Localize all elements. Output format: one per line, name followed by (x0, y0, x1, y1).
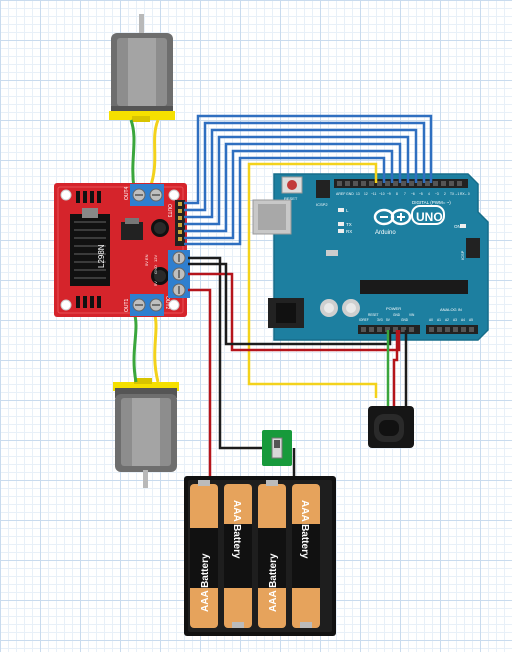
arduino-analog-label: ANALOG IN (440, 307, 462, 312)
arduino-power-pin-ioref: IOREF (359, 318, 369, 322)
battery-cell-1-label: AAA Battery (200, 553, 211, 612)
power-wires (188, 256, 408, 478)
arduino-digital-pin-7: 7 (404, 192, 406, 196)
arduino-power-pin-gnd1: GND (393, 313, 401, 317)
battery-cell-2-label: AAA Battery (231, 500, 242, 559)
ir-receiver-sensor (368, 406, 414, 448)
arduino-digital-pin-4: 4 (428, 192, 430, 196)
arduino-power-pin-5v: 5V (386, 318, 391, 322)
arduino-digital-pin-9: ~9 (387, 192, 391, 196)
arduino-digital-pin-3: ~3 (435, 192, 439, 196)
driver-power-label-gnd: GND (153, 265, 158, 274)
arduino-on-label: ON (454, 224, 461, 229)
arduino-analog-header (426, 325, 478, 334)
driver-power-label-12v: 12V (153, 255, 158, 262)
arduino-tx-label: TX (346, 222, 352, 227)
battery-cell-3 (258, 480, 286, 628)
driver-out3-label: OUT3 (166, 204, 172, 218)
arduino-digital-pin-2: 2 (444, 192, 446, 196)
arduino-digital-pin-8: 8 (396, 192, 398, 196)
arduino-power-pin-gnd2: GND (401, 318, 409, 322)
battery-cell-1 (190, 480, 218, 628)
arduino-digital-label: DIGITAL (PWM= ~) (412, 200, 451, 205)
arduino-digital-pin-5: ~5 (419, 192, 423, 196)
arduino-digital-pin-12: 12 (364, 192, 368, 196)
dc-motor-bottom (113, 378, 179, 488)
arduino-icsp-label: ICSP (460, 250, 465, 260)
driver-power-label-5v: 5V (153, 281, 158, 286)
arduino-power-label: POWER (386, 306, 401, 311)
arduino-analog-pin-a3: A3 (453, 318, 457, 322)
arduino-analog-pin-a5: A5 (469, 318, 473, 322)
arduino-model-label: UNO (416, 210, 443, 224)
arduino-power-pin-vin: VIN (409, 313, 415, 317)
driver-terminal-out34 (130, 184, 164, 206)
arduino-digital-pin-13: 13 (356, 192, 360, 196)
arduino-rx-label: RX (346, 229, 352, 234)
arduino-analog-pin-a0: A0 (429, 318, 433, 322)
arduino-gnd-label: GND (346, 192, 354, 196)
battery-cell-4 (292, 484, 320, 628)
battery-cell-3-label: AAA Battery (268, 553, 279, 612)
arduino-analog-pin-a2: A2 (445, 318, 449, 322)
arduino-logo: Arduino UNO (373, 205, 445, 236)
sensor-signal-wire (247, 162, 378, 398)
driver-out4-label: OUT4 (124, 186, 130, 200)
arduino-aref-label: AREF (336, 192, 345, 196)
arduino-digital-pin-1: TX→1 (450, 192, 460, 196)
dc-motor-top (109, 14, 175, 122)
arduino-icsp2-label: ICSP2 (316, 202, 328, 207)
driver-module-label: L298N (97, 244, 106, 268)
arduino-digital-pin-6: ~6 (411, 192, 415, 196)
battery-cell-2 (224, 484, 252, 628)
driver-out1-label: OUT1 (124, 298, 130, 312)
driver-input-header (175, 200, 185, 246)
arduino-l-label: L (346, 208, 349, 213)
driver-terminal-out12 (130, 294, 164, 316)
battery-pack: AAA Battery AAA Battery AAA Battery AAA … (184, 476, 336, 636)
arduino-brand-label: Arduino (375, 230, 396, 236)
arduino-analog-pin-a4: A4 (461, 318, 465, 322)
arduino-uno-board: RESET ICSP2 AREF GND 13 12 ~11 ~10 (252, 173, 489, 341)
arduino-digital-pin-0: RX←0 (460, 192, 470, 196)
arduino-reset-label: RESET (284, 196, 298, 201)
driver-out2-label: OUT2 (164, 296, 170, 310)
power-switch[interactable] (262, 430, 292, 466)
arduino-digital-pin-10: ~10 (379, 192, 385, 196)
battery-cell-4-label: AAA Battery (299, 500, 310, 559)
driver-terminal-power (168, 250, 190, 298)
driver-enable-label: 5V EN (144, 254, 149, 266)
arduino-power-header (358, 325, 420, 334)
arduino-digital-header (334, 179, 468, 188)
arduino-analog-pin-a1: A1 (437, 318, 441, 322)
arduino-power-pin-reset: RESET (368, 313, 379, 317)
arduino-power-pin-3v3: 3V3 (377, 318, 383, 322)
motor-wires (129, 119, 160, 383)
arduino-digital-pin-11: ~11 (371, 192, 377, 196)
l298n-driver-board: L298N OUT4 OUT3 OUT1 OUT2 5V EN 12V GND … (54, 183, 190, 317)
signal-wires-blue (184, 114, 433, 246)
